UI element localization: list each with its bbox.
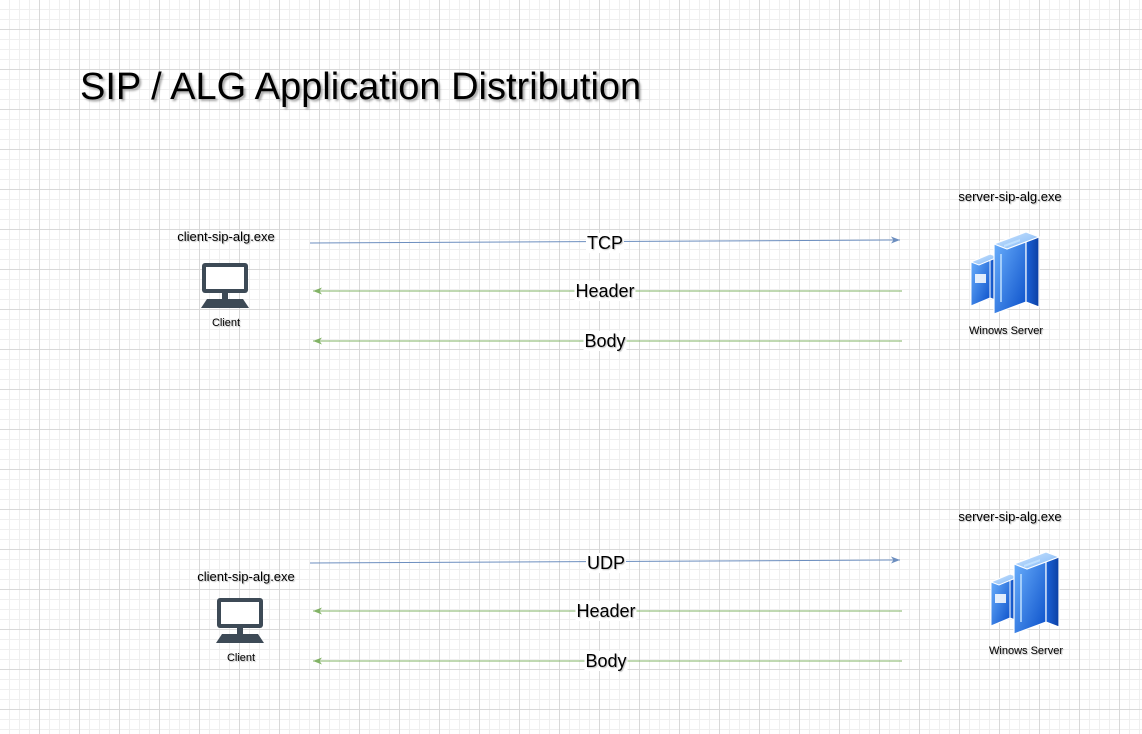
client-exe-label: client-sip-alg.exe <box>197 569 295 584</box>
message-label-header: Header <box>574 281 636 301</box>
message-label-udp: UDP <box>585 553 627 573</box>
client-label: Client <box>211 317 241 329</box>
message-label-body: Body <box>584 651 628 671</box>
page-title: SIP / ALG Application Distribution <box>80 66 642 108</box>
client-label: Client <box>226 652 256 664</box>
client-exe-label: client-sip-alg.exe <box>177 229 275 244</box>
server-label: Winows Server <box>969 325 1043 337</box>
computer-icon[interactable] <box>214 597 268 652</box>
server-label: Winows Server <box>989 645 1063 657</box>
server-exe-label: server-sip-alg.exe <box>958 189 1062 204</box>
windows-server-icon[interactable] <box>988 550 1066 645</box>
message-label-header: Header <box>575 601 637 621</box>
message-label-body: Body <box>583 331 627 351</box>
computer-icon[interactable] <box>199 262 253 317</box>
message-label-tcp: TCP <box>586 233 624 253</box>
server-exe-label: server-sip-alg.exe <box>958 509 1062 524</box>
windows-server-icon[interactable] <box>968 230 1046 325</box>
